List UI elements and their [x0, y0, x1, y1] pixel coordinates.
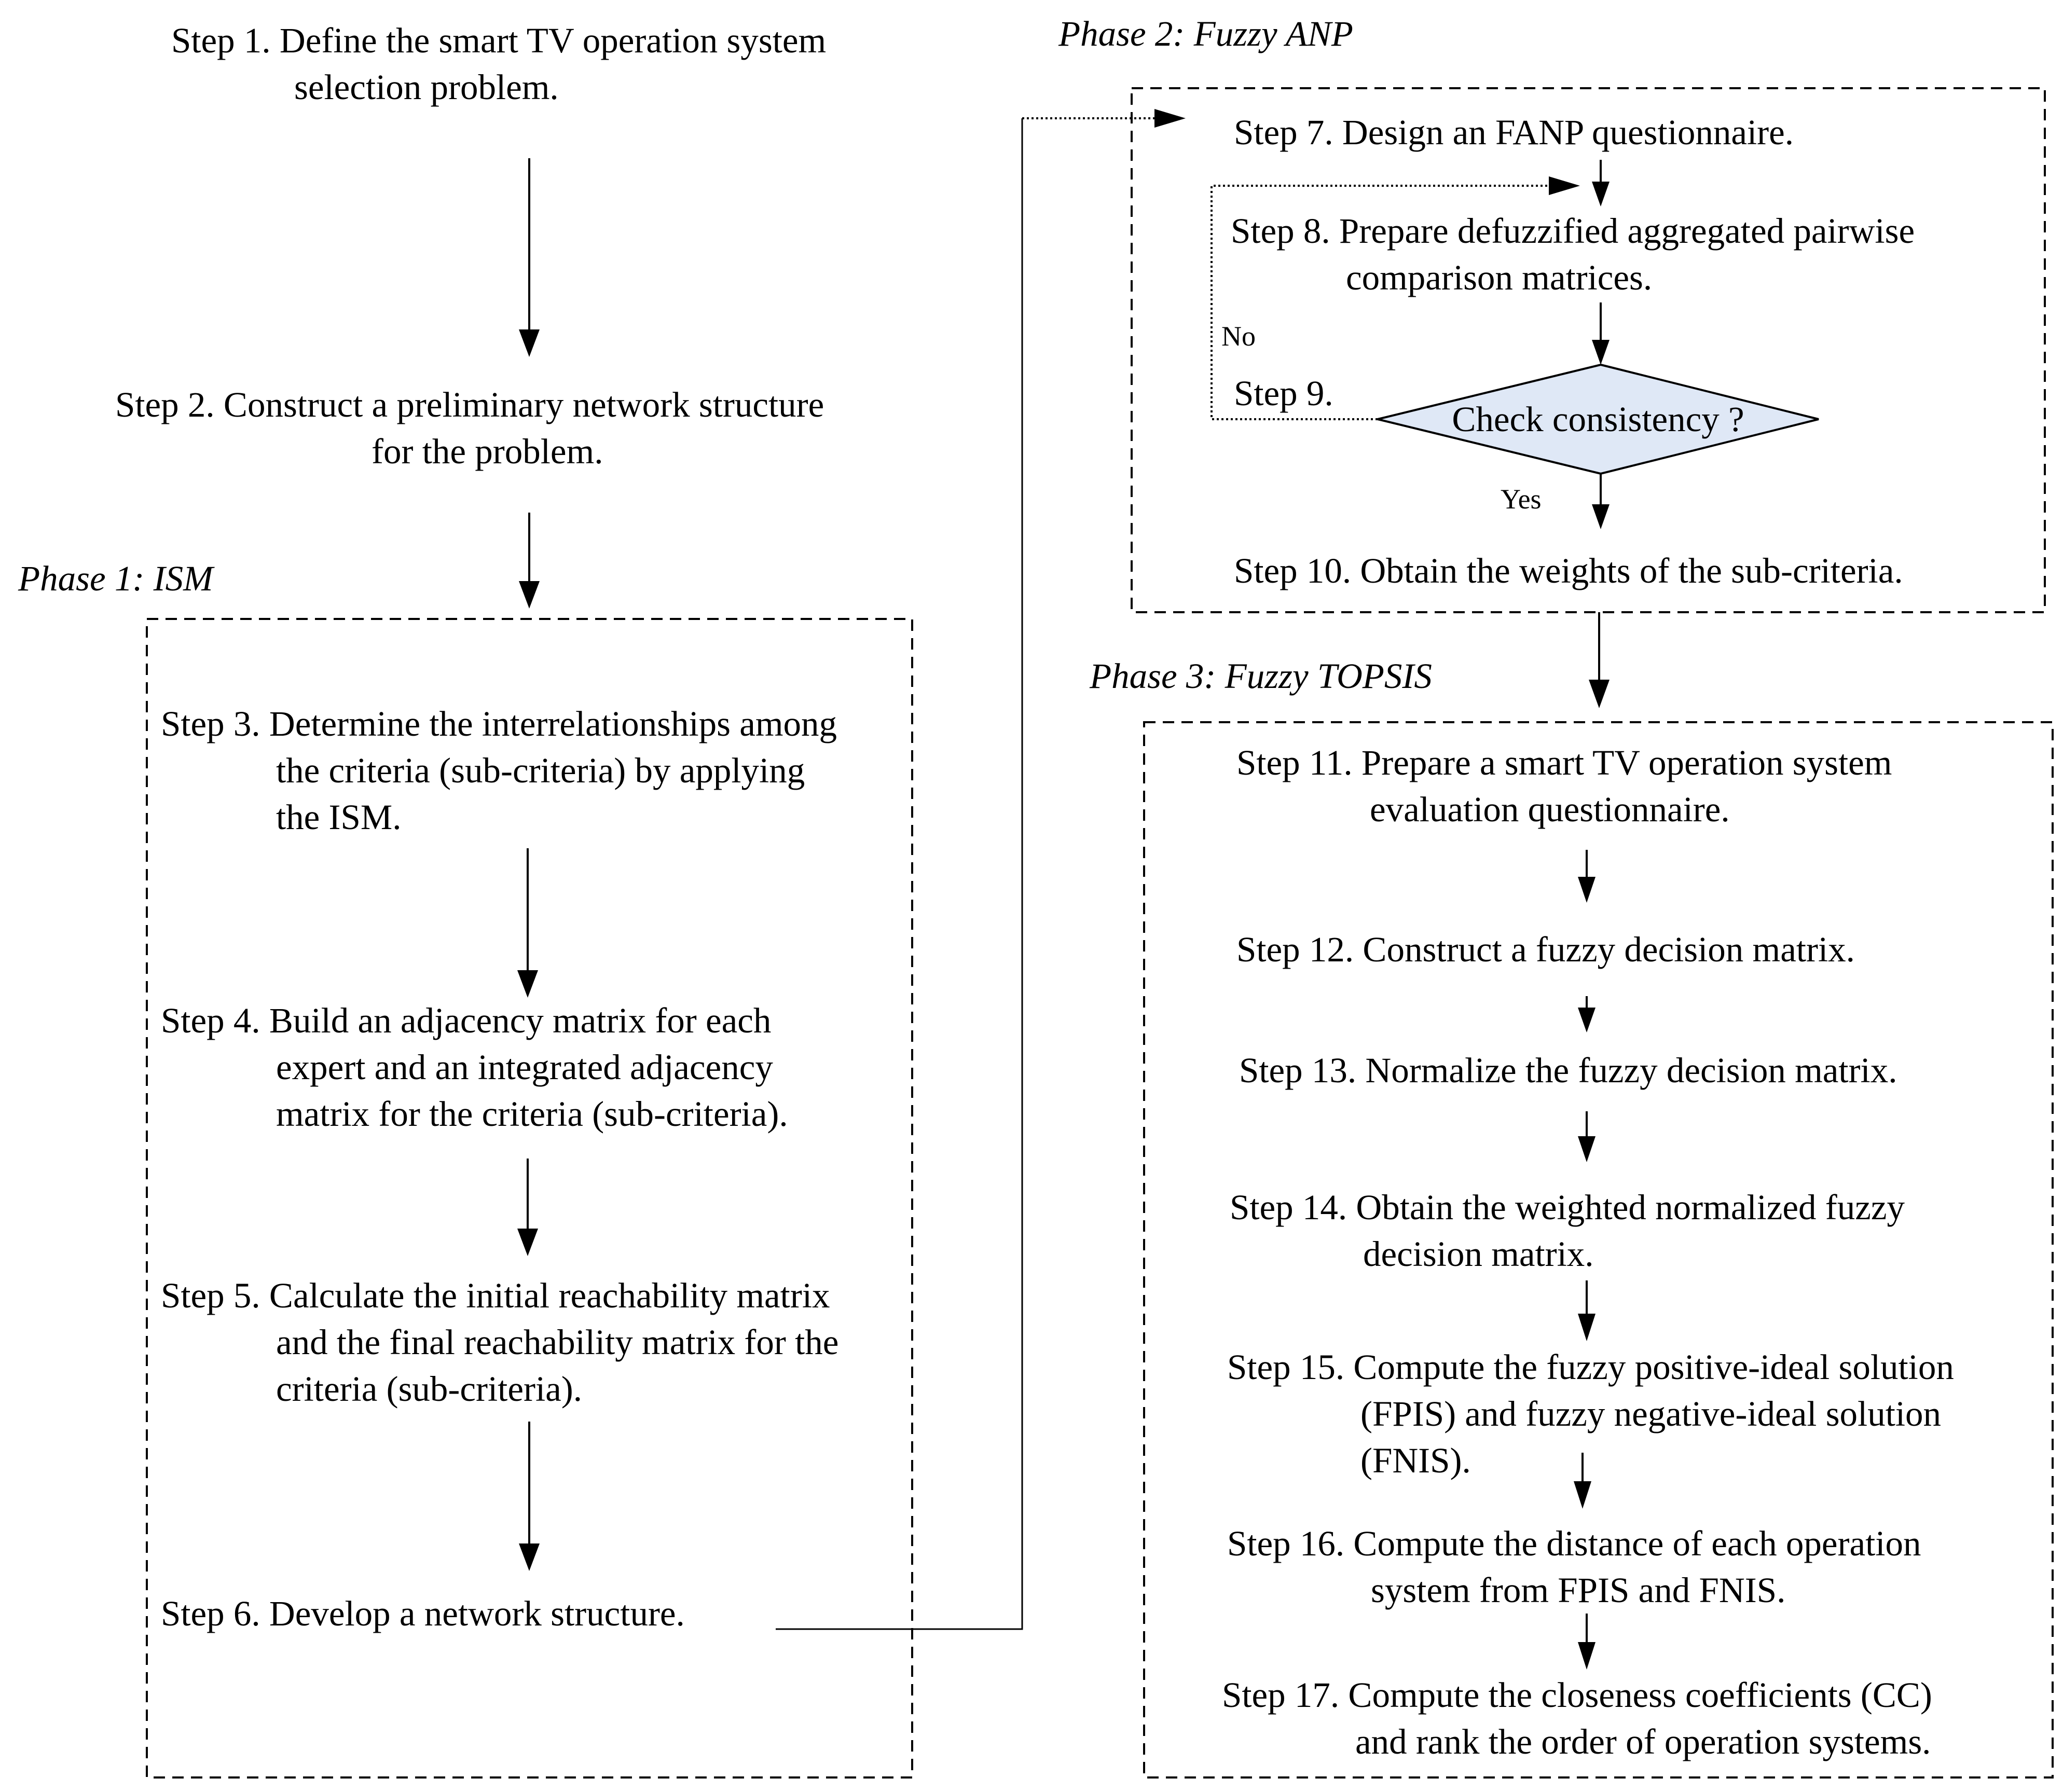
step1-line2: selection problem.: [294, 67, 559, 107]
arrow-step14-step15: [1578, 1280, 1596, 1341]
phase1-box: [146, 618, 913, 1779]
arrow-step5-step6: [519, 1422, 540, 1571]
step15-line1: Step 15. Compute the fuzzy positive-idea…: [1227, 1347, 1954, 1387]
arrow-step9-step10: [1592, 472, 1610, 529]
step12-line1: Step 12. Construct a fuzzy decision matr…: [1236, 930, 1855, 969]
no-label: No: [1221, 321, 1256, 352]
step7-text: Step 7. Design an FANP questionnaire.: [1234, 109, 1794, 156]
step16-line1: Step 16. Compute the distance of each op…: [1227, 1524, 1921, 1563]
step11-text: Step 11. Prepare a smart TV operation sy…: [1236, 739, 1892, 833]
arrow-step3-step4: [517, 848, 538, 998]
step7-line1: Step 7. Design an FANP questionnaire.: [1234, 113, 1794, 152]
step5-line3: criteria (sub-criteria).: [276, 1369, 582, 1409]
step2-line2: for the problem.: [372, 432, 603, 471]
yes-label: Yes: [1501, 484, 1542, 515]
phase3-box: [1143, 721, 2054, 1779]
step13-line1: Step 13. Normalize the fuzzy decision ma…: [1239, 1051, 1897, 1090]
step16-line2: system from FPIS and FNIS.: [1371, 1570, 1786, 1610]
arrow-step7-step8: [1592, 160, 1610, 206]
step3-text: Step 3. Determine the interrelationships…: [161, 700, 837, 840]
step3-line3: the ISM.: [276, 797, 402, 837]
step1-text: Step 1. Define the smart TV operation sy…: [171, 17, 826, 111]
step14-line2: decision matrix.: [1363, 1234, 1594, 1274]
phase2-box: [1131, 87, 2046, 613]
connector-step6-step7: [776, 109, 1186, 1630]
step8-text: Step 8. Prepare defuzzified aggregated p…: [1231, 208, 1915, 301]
no-feedback-loop: [1211, 176, 1580, 420]
arrow-step16-step17: [1578, 1614, 1596, 1670]
step12-text: Step 12. Construct a fuzzy decision matr…: [1236, 926, 1855, 973]
step1-line1: Step 1. Define the smart TV operation sy…: [171, 21, 827, 60]
step4-text: Step 4. Build an adjacency matrix for ea…: [161, 997, 788, 1137]
step6-line1: Step 6. Develop a network structure.: [161, 1594, 685, 1633]
step11-line1: Step 11. Prepare a smart TV operation sy…: [1236, 743, 1892, 782]
arrow-step2-step3: [519, 513, 540, 609]
arrow-step8-step9: [1592, 302, 1610, 365]
step5-line1: Step 5. Calculate the initial reachabili…: [161, 1276, 830, 1315]
arrow-step1-step2: [519, 158, 540, 357]
step10-text: Step 10. Obtain the weights of the sub-c…: [1234, 547, 1903, 594]
arrow-step10-step11: [1589, 612, 1610, 708]
decision-diamond: [1377, 363, 1819, 475]
phase1-label: Phase 1: ISM: [18, 559, 213, 598]
step3-line2: the criteria (sub-criteria) by applying: [276, 751, 805, 790]
step10-line1: Step 10. Obtain the weights of the sub-c…: [1234, 551, 1903, 590]
step4-line3: matrix for the criteria (sub-criteria).: [276, 1094, 788, 1134]
step5-line2: and the final reachability matrix for th…: [276, 1322, 839, 1362]
step5-text: Step 5. Calculate the initial reachabili…: [161, 1272, 838, 1412]
step4-line2: expert and an integrated adjacency: [276, 1047, 773, 1087]
step15-line3: (FNIS).: [1360, 1441, 1471, 1480]
step3-line1: Step 3. Determine the interrelationships…: [161, 704, 837, 743]
step17-line2: and rank the order of operation systems.: [1355, 1722, 1931, 1761]
decision-label: Check consistency ?: [1452, 399, 1744, 439]
step14-text: Step 14. Obtain the weighted normalized …: [1230, 1184, 1905, 1277]
phase2-label: Phase 2: Fuzzy ANP: [1058, 14, 1353, 53]
phase3-label: Phase 3: Fuzzy TOPSIS: [1090, 656, 1432, 696]
step2-text: Step 2. Construct a preliminary network …: [115, 381, 824, 475]
step15-text: Step 15. Compute the fuzzy positive-idea…: [1227, 1344, 1954, 1484]
arrow-step4-step5: [517, 1159, 538, 1256]
step6-text: Step 6. Develop a network structure.: [161, 1590, 685, 1637]
step15-line2: (FPIS) and fuzzy negative-ideal solution: [1360, 1394, 1942, 1433]
arrow-step15-step16: [1574, 1453, 1591, 1509]
step9-label: Step 9.: [1234, 374, 1333, 413]
step2-line1: Step 2. Construct a preliminary network …: [115, 385, 824, 424]
step16-text: Step 16. Compute the distance of each op…: [1227, 1520, 1921, 1614]
step8-line1: Step 8. Prepare defuzzified aggregated p…: [1231, 211, 1915, 251]
step17-line1: Step 17. Compute the closeness coefficie…: [1222, 1675, 1932, 1715]
step17-text: Step 17. Compute the closeness coefficie…: [1222, 1672, 1932, 1765]
step13-text: Step 13. Normalize the fuzzy decision ma…: [1239, 1047, 1897, 1094]
step8-line2: comparison matrices.: [1346, 258, 1653, 297]
arrow-step12-step13: [1578, 996, 1596, 1032]
arrow-step11-step12: [1578, 850, 1596, 903]
step11-line2: evaluation questionnaire.: [1370, 790, 1730, 829]
step4-line1: Step 4. Build an adjacency matrix for ea…: [161, 1001, 772, 1040]
arrow-step13-step14: [1578, 1111, 1596, 1162]
step14-line1: Step 14. Obtain the weighted normalized …: [1230, 1188, 1905, 1227]
